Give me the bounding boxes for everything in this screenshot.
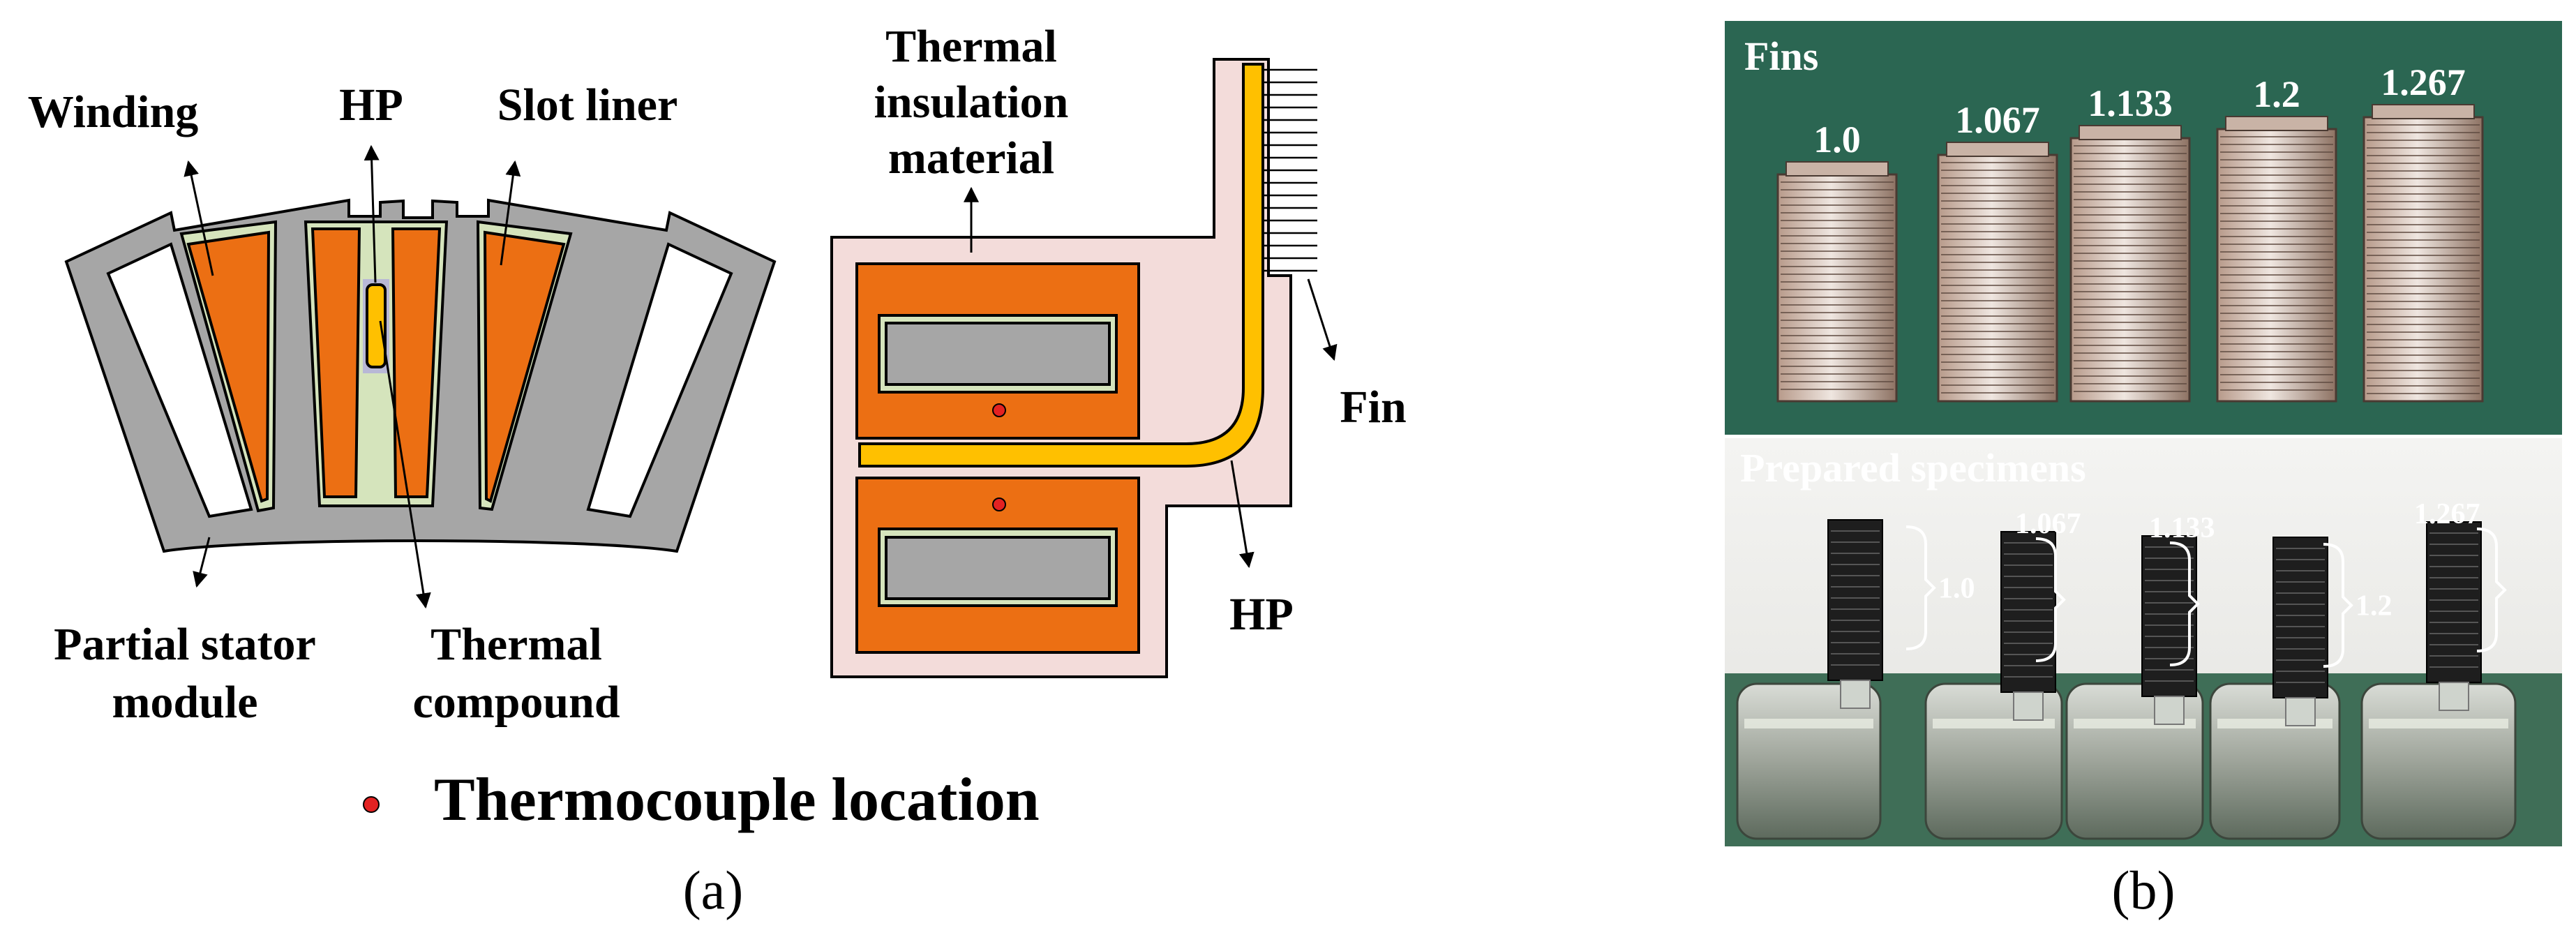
specimen-ratio-label: 1.0	[1938, 573, 1975, 605]
insulation-label-line2: insulation	[874, 77, 1069, 128]
stator-module-diagram: Winding HP Slot liner Partial stator mod…	[28, 80, 777, 728]
specimen-ratio-label: 1.2	[2356, 590, 2392, 622]
fin-stack	[2216, 128, 2337, 403]
ratio-brace	[1905, 525, 1936, 650]
fin-ratio-label: 1.267	[2381, 61, 2466, 103]
insulation-label-line1: Thermal	[885, 21, 1057, 72]
stator-label-line2: module	[112, 677, 257, 728]
core-block-upper	[885, 322, 1111, 386]
ratio-brace	[2323, 543, 2353, 668]
caption-a: (a)	[683, 860, 744, 920]
thermocouple-lower	[992, 498, 1006, 511]
compound-label-line1: Thermal	[430, 619, 602, 670]
fin-label: Fin	[1340, 382, 1406, 433]
fin-ratio-label: 1.133	[2088, 82, 2173, 124]
fin-ratio-label: 1.0	[1813, 119, 1861, 160]
hp-label-stator: HP	[339, 80, 403, 130]
winding-center-left	[310, 227, 361, 498]
hp-label-specimen: HP	[1229, 589, 1294, 640]
specimen-diagram: Thermal insulation material Fin HP	[830, 21, 1407, 678]
fin-stacks	[1776, 104, 2484, 403]
specimens-title: Prepared specimens	[1740, 445, 2086, 491]
outer-slot-left	[106, 242, 253, 518]
fin-tower	[1827, 519, 1883, 681]
fin-tower	[2426, 521, 2482, 683]
ratio-brace	[2035, 537, 2066, 662]
fins-title: Fins	[1744, 33, 1818, 79]
thermocouple-upper	[992, 403, 1006, 417]
caption-b: (b)	[2112, 860, 2176, 920]
fin-stack	[1776, 173, 1898, 403]
winding-right	[483, 230, 566, 503]
core-block-lower	[885, 536, 1111, 600]
stator-label-line1: Partial stator	[54, 619, 316, 670]
heat-pipe	[858, 63, 1264, 468]
thermocouple-legend-marker	[363, 796, 380, 813]
heat-pipe-in-slot	[366, 283, 387, 368]
compound-label-line2: compound	[412, 677, 620, 728]
specimen-ratio-label: 1.067	[2015, 508, 2081, 540]
fin-tower	[2272, 537, 2328, 698]
winding-left	[186, 230, 271, 503]
specimen-ratio-label: 1.267	[2414, 498, 2480, 530]
fin-stack	[2362, 116, 2484, 403]
ratio-brace	[2476, 528, 2507, 652]
photographs: Fins 1.0 1.067 1.133 1.2 1.267 Prepared spec…	[1725, 21, 2562, 846]
outer-slot-right	[586, 242, 733, 518]
specimen-ratio-label: 1.133	[2149, 512, 2215, 544]
fin-tower	[2000, 531, 2056, 693]
specimen-objects	[1736, 519, 2517, 840]
specimen-block	[2209, 682, 2341, 840]
winding-label: Winding	[28, 87, 199, 137]
fin-ratio-label: 1.067	[1955, 99, 2040, 141]
slot-liner-label: Slot liner	[497, 80, 678, 130]
ratio-brace	[2169, 541, 2200, 666]
fins	[1264, 68, 1317, 272]
fin-ratio-label: 1.2	[2253, 73, 2300, 115]
insulation-label-line3: material	[888, 133, 1054, 184]
fin-stack	[2069, 137, 2191, 403]
thermocouple-legend-text: Thermocouple location	[434, 766, 1040, 834]
